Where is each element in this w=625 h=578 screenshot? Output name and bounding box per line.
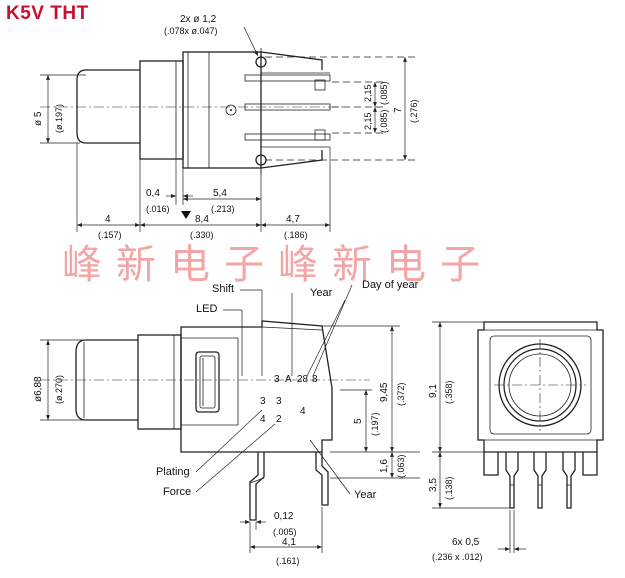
- top-view: 2x ø 1,2 (.078x ø.047) ø 5 (ø.197) 0,4 (…: [33, 14, 419, 240]
- dim-7-inch: (.276): [409, 99, 419, 123]
- dim-5-inch: (.197): [370, 412, 380, 436]
- dim-5-4-inch: (.213): [211, 204, 235, 214]
- num-a: A: [285, 374, 292, 385]
- side-view: Shift LED Year Day of year Plating Force…: [33, 279, 420, 566]
- top-dia-inch-label: (ø.197): [54, 104, 64, 133]
- dim-9-45: 9,45: [379, 382, 390, 402]
- dim-3-5-inch: (.138): [444, 476, 454, 500]
- dim-pitch: 6x 0,5: [452, 537, 480, 548]
- top-knob: [76, 69, 140, 144]
- num-3-c: 3: [276, 396, 282, 407]
- dim-1-6-inch: (.063): [396, 454, 406, 478]
- dim-8-4-inch: (.330): [190, 230, 214, 240]
- front-view: 9,1 (.358) 3,5 (.138) 6x 0,5 (.236 x .01…: [428, 321, 604, 562]
- dim-8-4: 8,4: [195, 214, 209, 225]
- num-3-b: 3: [260, 396, 266, 407]
- dim-2-15-upper: 2,15: [363, 84, 373, 102]
- dim-7: 7: [393, 107, 404, 113]
- label-led: LED: [196, 303, 217, 315]
- dim-4: 4: [105, 214, 111, 225]
- label-force: Force: [163, 486, 191, 498]
- label-day-of-year: Day of year: [362, 279, 419, 291]
- dim-1-6: 1,6: [379, 459, 390, 473]
- label-shift: Shift: [212, 283, 234, 295]
- dim-pitch-inch: (.236 x .012): [432, 552, 483, 562]
- dim-0-4-inch: (.016): [146, 204, 170, 214]
- label-plating: Plating: [156, 466, 190, 478]
- top-body-front: [139, 60, 184, 160]
- top-dia-label: ø 5: [33, 111, 44, 126]
- num-2: 2: [276, 414, 282, 425]
- side-body: [180, 320, 333, 453]
- watermark-text: 峰新电子峰新电子: [62, 242, 494, 288]
- dim-4-1: 4,1: [282, 537, 296, 548]
- dim-0-4: 0,4: [146, 188, 160, 199]
- num-28: 28: [297, 374, 309, 385]
- label-year: Year: [310, 287, 333, 299]
- dim-4-7-inch: (.186): [284, 230, 308, 240]
- dim-4-1-inch: (.161): [276, 556, 300, 566]
- label-year-bottom: Year: [354, 489, 377, 501]
- dim-4-7: 4,7: [286, 214, 300, 225]
- num-4: 4: [260, 414, 266, 425]
- dim-3-5: 3,5: [428, 478, 439, 492]
- dim-4-inch: (.157): [98, 230, 122, 240]
- num-8: 8: [312, 374, 318, 385]
- led-window: [195, 351, 220, 413]
- dim-9-1: 9,1: [428, 384, 439, 398]
- dim-5-4: 5,4: [213, 188, 227, 199]
- num-3: 3: [274, 374, 280, 385]
- dim-5: 5: [353, 418, 364, 424]
- page-title: K5V THT: [6, 3, 89, 24]
- side-dia-inch-label: (ø.270): [54, 375, 64, 404]
- side-knob: [75, 339, 138, 421]
- num-4-b: 4: [300, 406, 306, 417]
- dim-0-12-inch: (.005): [273, 527, 297, 537]
- side-dia-label: ø6,88: [33, 376, 44, 402]
- hole-spec-inch-label: (.078x ø.047): [164, 26, 218, 36]
- hole-spec-label: 2x ø 1,2: [180, 14, 217, 25]
- dim-0-12: 0,12: [274, 511, 294, 522]
- dim-9-45-inch: (.372): [396, 382, 406, 406]
- dim-9-1-inch: (.358): [444, 380, 454, 404]
- dim-2-15-lower-inch: (.085): [379, 109, 389, 133]
- front-housing: [477, 321, 604, 453]
- dim-2-15-lower: 2,15: [363, 112, 373, 130]
- dim-2-15-upper-inch: (.085): [379, 81, 389, 105]
- datum-triangle-icon: [181, 211, 191, 219]
